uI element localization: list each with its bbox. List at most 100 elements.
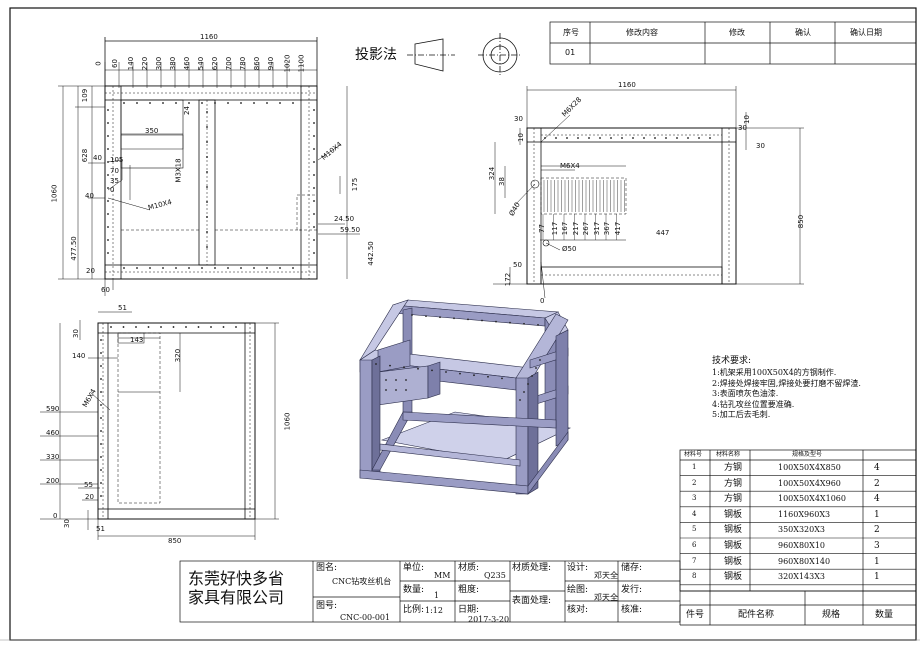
hole-dot — [279, 102, 281, 104]
side-dim-10: 10 — [516, 133, 525, 142]
unit-label: 单位: — [403, 563, 425, 573]
front-tick-label: 700 — [225, 56, 234, 71]
material-value: Q235 — [484, 571, 506, 580]
scale-label: 比例: — [403, 605, 425, 615]
hole-dot — [206, 186, 208, 188]
hole-dot — [100, 378, 102, 380]
hole-dot — [136, 267, 138, 269]
unit-value: MM — [434, 571, 451, 580]
hole-dot — [188, 102, 190, 104]
bom-cell-r3-c1: 3 — [692, 494, 697, 503]
top-dim-51: 51 — [118, 304, 127, 312]
front-tick-label: 140 — [127, 56, 136, 71]
iso-hole-dot — [473, 374, 475, 377]
hole-dot — [107, 109, 109, 111]
hole-dot — [240, 267, 242, 269]
side-hole-label: 267 — [582, 221, 591, 236]
projection-symbol — [407, 33, 522, 77]
hole-dot — [107, 174, 109, 176]
hole-dot — [206, 126, 208, 128]
bom-cell-r5-c3: 350X320X3 — [778, 525, 826, 535]
bom-cell-r4-c2: 钢板 — [724, 509, 743, 520]
side-hole-label: 167 — [561, 221, 570, 236]
hole-dot — [313, 252, 315, 254]
top-view — [40, 311, 279, 540]
bom-cell-r8-c1: 8 — [692, 572, 697, 581]
hole-dot — [185, 326, 187, 328]
iso-hole-dot — [375, 363, 377, 365]
iso-hole-dot — [405, 379, 407, 381]
front-dim-2450: 24.50 — [334, 215, 355, 223]
front-dim-477: 477.50 — [69, 236, 78, 261]
front-tick-label: 300 — [155, 56, 164, 71]
front-step-105: 105 — [110, 156, 124, 164]
hole-dot — [160, 326, 162, 328]
revision-table-grid — [549, 21, 917, 65]
hole-dot — [266, 267, 268, 269]
bom-cell-r7-c1: 7 — [692, 556, 697, 565]
hole-dot — [206, 216, 208, 218]
front-dim-40a: 40 — [93, 154, 102, 162]
hole-dot — [266, 102, 268, 104]
iso-hole-dot — [535, 367, 537, 369]
front-dim-b60: 60 — [101, 286, 110, 294]
side-hole-label: 217 — [571, 221, 580, 236]
hole-dot — [110, 326, 112, 328]
hole-dot — [643, 137, 645, 139]
bom-cell-r3-c3: 100X50X4X1060 — [778, 494, 846, 504]
isometric-holes — [375, 314, 541, 401]
hole-dot — [227, 102, 229, 104]
hole-dot — [100, 456, 102, 458]
bom-cell-r3-c2: 方钢 — [724, 494, 743, 505]
approve-label: 核准: — [621, 605, 643, 615]
hole-dot — [555, 137, 557, 139]
hole-dot — [206, 201, 208, 203]
iso-hole-dot — [411, 314, 413, 316]
hole-dot — [147, 326, 150, 328]
hole-dot — [100, 482, 102, 484]
drawing-name-value: CNC钻攻丝机台 — [332, 577, 392, 586]
front-tick-label: 1020 — [283, 54, 292, 73]
hole-dot — [100, 365, 102, 367]
bom-cell-r5-c2: 钢板 — [724, 525, 743, 536]
iso-hole-dot — [405, 389, 407, 391]
iso-hole-dot — [523, 322, 525, 325]
top-dim-51b: 51 — [96, 525, 105, 533]
hole-dot — [136, 102, 138, 104]
hole-dot — [201, 102, 203, 104]
hole-dot — [107, 213, 109, 215]
hole-dot — [313, 174, 315, 176]
hole-dot — [172, 326, 175, 328]
bom-row-lines — [680, 475, 916, 586]
roughness-label: 粗度: — [458, 585, 480, 595]
hole-dot — [206, 156, 208, 158]
bom-cell-r1-c1: 1 — [692, 463, 697, 471]
side-hole-label: 317 — [592, 221, 601, 236]
hole-dot — [206, 231, 208, 233]
bom-header-spec: 规格及型号 — [792, 451, 823, 458]
hole-dot — [100, 352, 102, 354]
bom-cell-r2-c2: 方钢 — [724, 478, 743, 489]
hole-dot — [100, 339, 102, 341]
side-view — [493, 86, 804, 299]
hole-dot — [566, 137, 568, 139]
bom-cell-r2-c4: 2 — [874, 478, 880, 489]
hole-dot — [107, 161, 109, 163]
tech-note-5: 5:加工后去毛刺. — [712, 410, 771, 419]
iso-hole-dot — [531, 375, 533, 377]
front-dim-350: 350 — [145, 127, 159, 135]
hole-dot — [162, 102, 164, 104]
side-hole-label: 367 — [603, 221, 612, 236]
hole-dot — [107, 226, 109, 228]
hole-dot — [100, 417, 102, 419]
front-view-holes — [107, 102, 315, 269]
iso-hole-dot — [445, 371, 447, 373]
iso-hole-dot — [389, 364, 391, 367]
hole-dot — [654, 137, 656, 139]
qty-label: 数量: — [403, 585, 425, 595]
hole-dot — [206, 141, 208, 143]
hole-dot — [107, 239, 109, 241]
title-block-grid — [179, 560, 916, 626]
bom-cell-r6-c3: 960X80X10 — [778, 541, 826, 550]
